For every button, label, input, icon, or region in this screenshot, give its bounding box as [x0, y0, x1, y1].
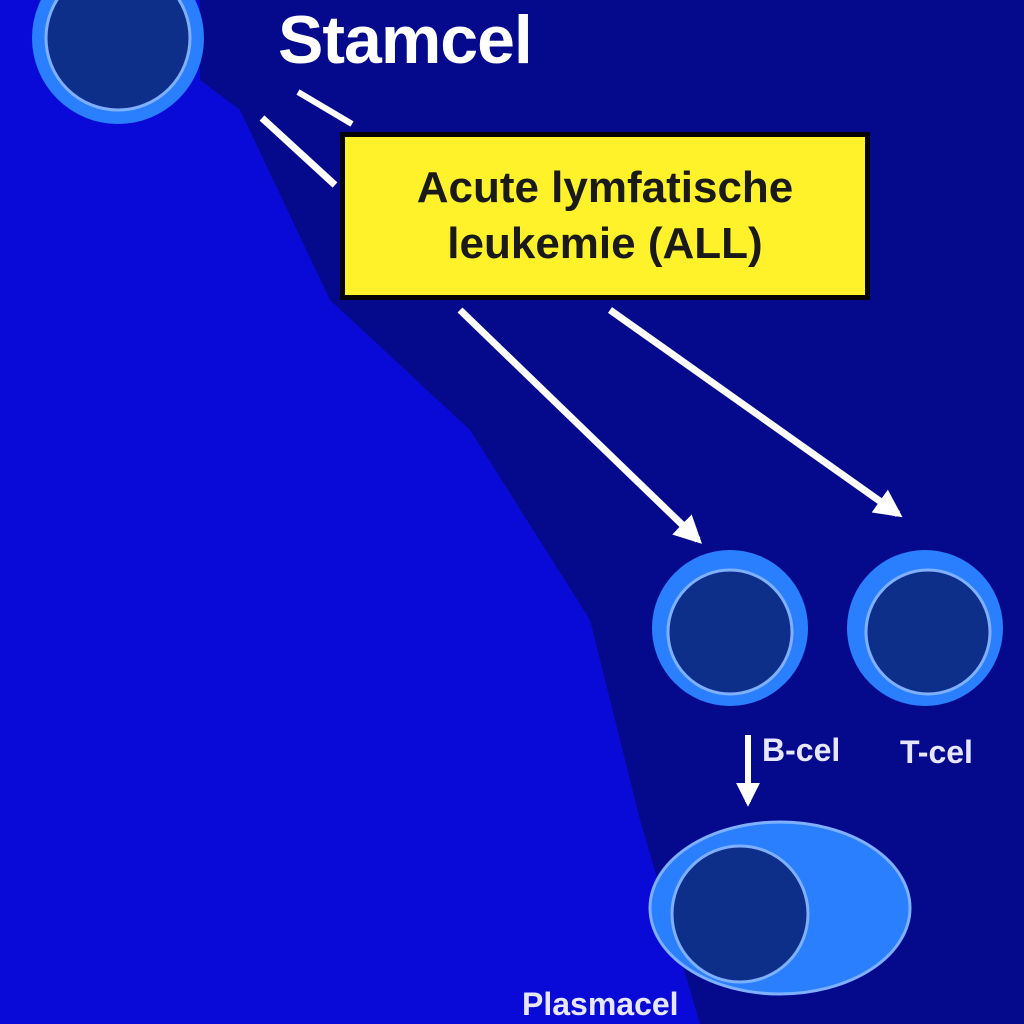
b-cell [652, 550, 808, 706]
t-cell-label: T-cel [900, 734, 973, 770]
callout-line-2: leukemie (ALL) [447, 219, 763, 268]
plasma-cell-label: Plasmacel [522, 986, 679, 1022]
t-cell [847, 550, 1003, 706]
stem-cell-title: Stamcel [278, 2, 533, 78]
arrow-to-t-cell [607, 307, 903, 518]
arrow-to-b-cell [457, 307, 703, 544]
all-callout-box: Acute lymfatische leukemie (ALL) [340, 132, 870, 300]
arrow-stem-line-upper [296, 89, 354, 127]
stem-cell [32, 0, 204, 124]
b-cell-label: B-cel [762, 732, 841, 768]
arrow-stem-to-callout [259, 115, 338, 188]
callout-line-1: Acute lymfatische [416, 163, 794, 212]
plasma-cell [648, 820, 912, 996]
